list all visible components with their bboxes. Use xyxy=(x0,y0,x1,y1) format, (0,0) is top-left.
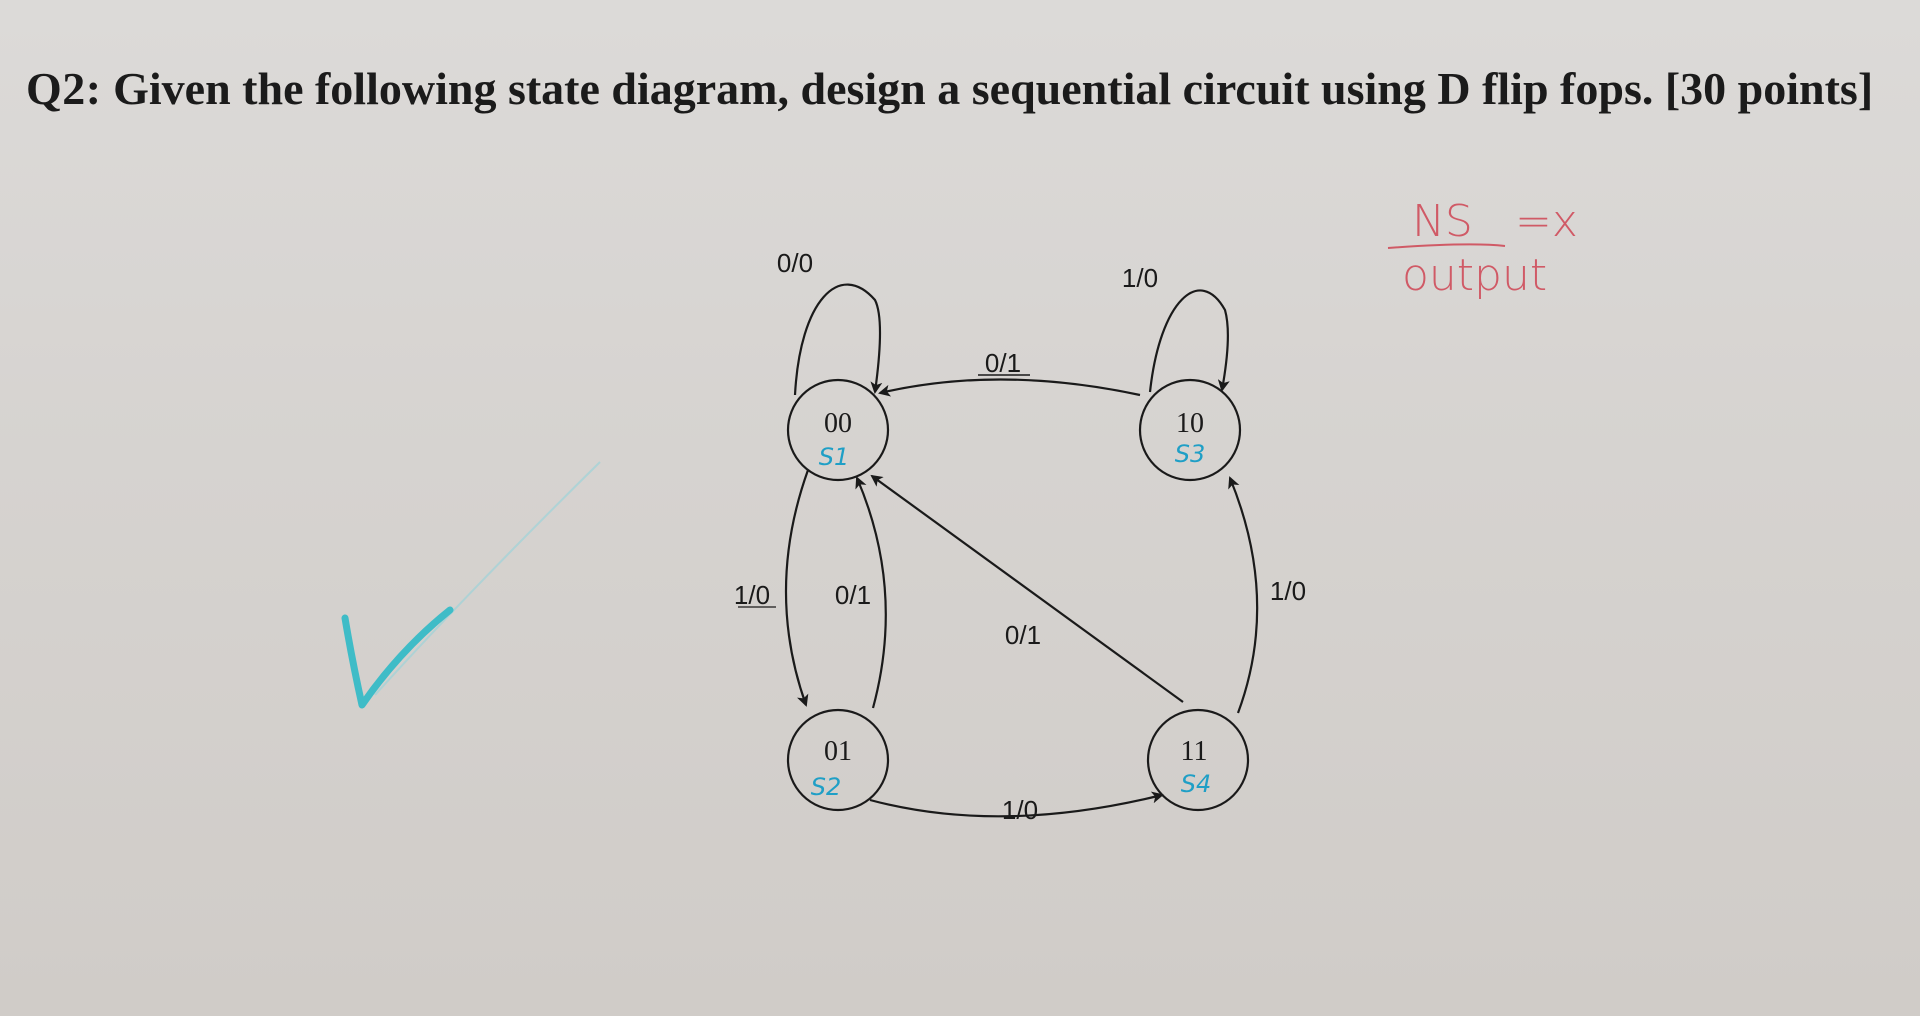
state-code: 01 xyxy=(824,736,852,767)
question-body: Given the following state diagram, desig… xyxy=(113,63,1874,114)
question-text: Q2: Given the following state diagram, d… xyxy=(26,60,1886,118)
note-fraction-bar xyxy=(1387,243,1506,249)
pen-streak xyxy=(374,461,601,696)
edge-s3-s1 xyxy=(878,378,1141,397)
checkmark-icon xyxy=(341,606,454,709)
edge-s3-self xyxy=(1148,289,1230,393)
edge-label: 1/0 xyxy=(1270,576,1306,606)
edge-label: 0/0 xyxy=(777,248,813,278)
handwritten-note: NS =x output xyxy=(1387,196,1578,301)
note-equals: =x xyxy=(1515,196,1578,247)
edge-label: 1/0 xyxy=(1002,795,1038,825)
edge-s1-self xyxy=(793,283,883,396)
state-code: 00 xyxy=(824,408,852,439)
edge-s4-s3 xyxy=(1228,476,1259,714)
edge-label: 1/0 xyxy=(734,580,770,610)
edge-s1-s2 xyxy=(784,469,810,707)
state-name: S1 xyxy=(819,443,850,471)
edge-label: 0/1 xyxy=(835,580,871,610)
edge-label: 0/1 xyxy=(1005,620,1041,650)
state-s4: 11 S4 xyxy=(1146,708,1250,812)
edge-label: 0/1 xyxy=(985,348,1021,378)
state-s2: 01 S2 xyxy=(786,708,890,812)
edge-s2-s1 xyxy=(855,476,887,709)
state-name: S3 xyxy=(1175,440,1206,468)
state-name: S4 xyxy=(1181,770,1212,798)
state-s1: 00 S1 xyxy=(786,378,890,482)
edge-s4-s1 xyxy=(870,474,1184,703)
edge-s2-s4 xyxy=(869,791,1164,818)
note-denominator: output xyxy=(1402,250,1547,301)
state-name: S2 xyxy=(811,773,842,801)
state-code: 10 xyxy=(1176,408,1204,439)
question-label: Q2: xyxy=(26,63,102,114)
state-code: 11 xyxy=(1181,736,1208,767)
note-numerator: NS xyxy=(1412,196,1473,247)
edge-label: 1/0 xyxy=(1122,263,1158,293)
state-s3: 10 S3 xyxy=(1138,378,1242,482)
